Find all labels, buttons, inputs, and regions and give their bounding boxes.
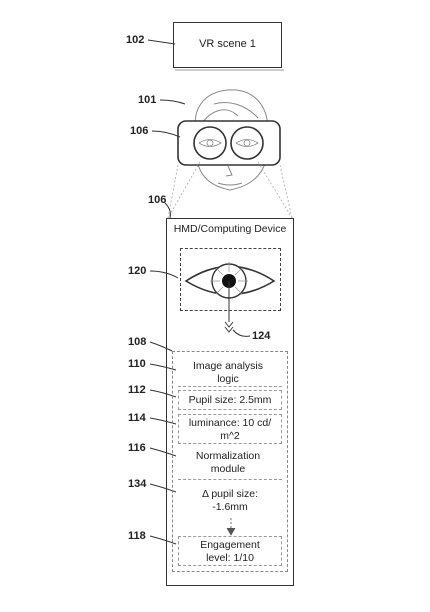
- leader-110: [149, 363, 177, 371]
- separator-1: [178, 386, 282, 387]
- leader-124: [232, 329, 251, 337]
- ref-106-goggles: 106: [130, 125, 149, 137]
- right-pupil-sketch: [243, 139, 251, 147]
- measure-arrow: [224, 321, 234, 333]
- flow-arrowhead: [226, 527, 236, 536]
- image-analysis-logic: Image analysis logic: [192, 360, 264, 385]
- leader-114: [149, 417, 177, 425]
- leader-108: [149, 341, 173, 352]
- ref-116: 116: [128, 442, 146, 454]
- leader-120: [149, 270, 179, 279]
- separator-2: [178, 479, 282, 480]
- leader-106a: [151, 130, 181, 138]
- ref-110: 110: [128, 358, 146, 370]
- leader-116: [149, 447, 177, 457]
- ref-124: 124: [252, 330, 271, 342]
- vr-scene-label: VR scene 1: [199, 38, 256, 50]
- ref-114: 114: [128, 412, 146, 424]
- hmd-device-box: [166, 218, 294, 586]
- eye-image: [184, 262, 276, 333]
- leader-101: [159, 99, 186, 105]
- ref-120: 120: [128, 265, 147, 277]
- leader-118: [149, 535, 177, 545]
- ref-106-device: 106: [148, 194, 167, 206]
- engagement-level-text: Engagement level: 1/10: [200, 539, 260, 564]
- delta-pupil-size: Δ pupil size: -1.6mm: [201, 488, 259, 513]
- vr-scene-box: VR scene 1: [173, 22, 282, 68]
- leader-112: [149, 389, 177, 398]
- normalization-module: Normalization module: [195, 450, 261, 475]
- left-eye-sketch: [198, 139, 222, 147]
- left-pupil-sketch: [206, 139, 214, 147]
- jaw-outline: [196, 159, 267, 191]
- right-eye-sketch: [235, 139, 259, 147]
- ref-112: 112: [128, 384, 146, 396]
- ref-134: 134: [128, 478, 147, 490]
- pupil-size-text: Pupil size: 2.5mm: [188, 394, 272, 406]
- leader-134: [149, 483, 177, 493]
- nose: [225, 165, 233, 177]
- analysis-module-container: [172, 351, 288, 572]
- ref-101: 101: [138, 94, 157, 106]
- right-lens: [230, 126, 264, 160]
- head-top-outline: [194, 89, 269, 137]
- leader-102: [147, 39, 176, 45]
- engagement-box: Engagement level: 1/10: [178, 536, 282, 566]
- device-label: HMD/Computing Device: [173, 223, 287, 235]
- ref-108: 108: [128, 336, 147, 348]
- pupil-size-box: Pupil size: 2.5mm: [178, 390, 282, 410]
- ref-118: 118: [128, 530, 146, 542]
- hair-line-2: [213, 102, 259, 119]
- ref-102: 102: [126, 34, 145, 46]
- mouth: [217, 182, 243, 186]
- luminance-box: luminance: 10 cd/ m^2: [178, 414, 282, 444]
- luminance-text: luminance: 10 cd/ m^2: [188, 417, 272, 442]
- leader-lines: [147, 39, 251, 545]
- leader-106b: [164, 202, 171, 219]
- left-lens: [193, 126, 227, 160]
- eye-camera-box: [180, 248, 281, 311]
